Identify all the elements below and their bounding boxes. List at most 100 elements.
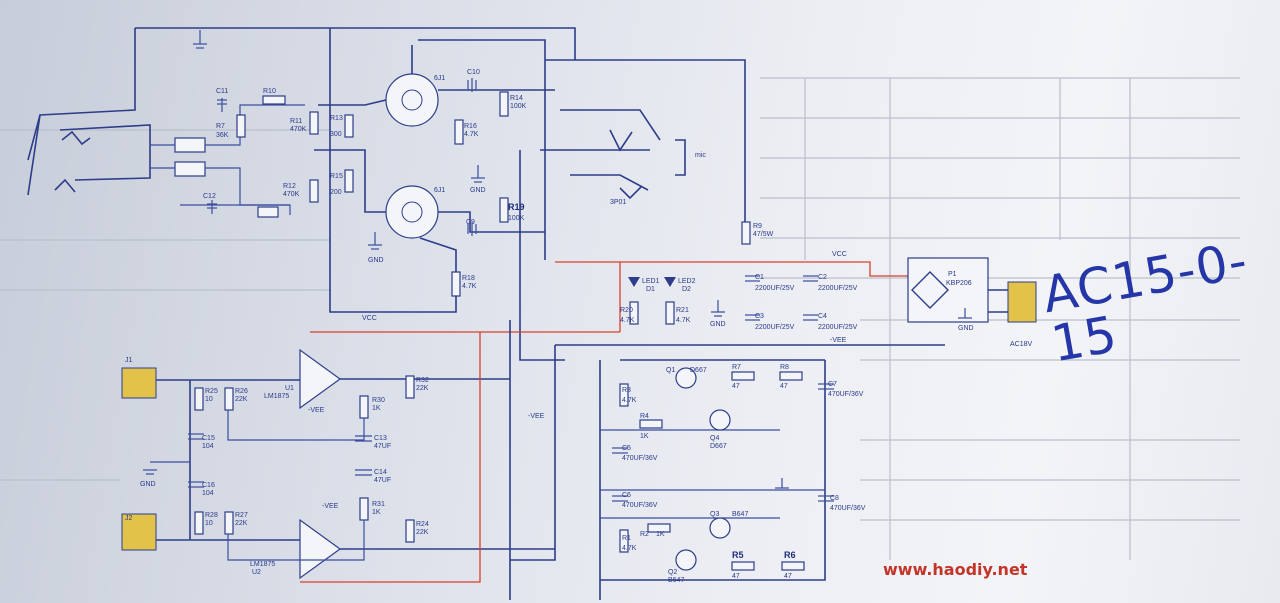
svg-text:300: 300 [330, 131, 342, 138]
svg-text:R2: R2 [640, 531, 649, 538]
svg-text:R5: R5 [732, 550, 744, 560]
led1-icon [628, 277, 640, 287]
svg-text:1K: 1K [372, 509, 381, 516]
svg-text:6J1: 6J1 [434, 187, 445, 194]
svg-text:GND: GND [710, 321, 726, 328]
svg-text:J1: J1 [125, 357, 133, 364]
svg-text:mic: mic [695, 152, 706, 159]
led2-icon [664, 277, 676, 287]
svg-text:Q2: Q2 [668, 569, 677, 576]
opamp-U2 [299, 518, 342, 580]
svg-text:R9: R9 [753, 223, 762, 230]
svg-text:C10: C10 [467, 69, 480, 76]
svg-text:47/5W: 47/5W [753, 231, 774, 238]
input-stage: R7 36K R10 R11 470K R12 470K C11 C12 [27, 27, 576, 218]
svg-text:Q1: Q1 [666, 367, 675, 374]
svg-text:D1: D1 [646, 286, 655, 293]
svg-text:10: 10 [205, 520, 213, 527]
svg-text:100K: 100K [510, 103, 527, 110]
svg-text:B647: B647 [732, 511, 748, 518]
input-connector-J2 [121, 513, 157, 551]
svg-text:D2: D2 [682, 286, 691, 293]
svg-text:4.7K: 4.7K [622, 397, 637, 404]
svg-text:C7: C7 [828, 381, 837, 388]
svg-text:470UF/36V: 470UF/36V [828, 391, 864, 398]
svg-text:36K: 36K [216, 132, 229, 139]
svg-text:2200UF/25V: 2200UF/25V [818, 285, 858, 292]
svg-text:47: 47 [780, 383, 788, 390]
svg-text:1K: 1K [640, 433, 649, 440]
input-connector-J1 [121, 367, 157, 399]
power-supply: R9 47/5W LED1 D1 LED2 D2 R20 4.7K R21 4.… [310, 221, 1037, 361]
svg-text:C14: C14 [374, 469, 387, 476]
svg-text:22K: 22K [235, 520, 248, 527]
svg-text:-VEE: -VEE [322, 503, 339, 510]
svg-text:Q3: Q3 [710, 511, 719, 518]
svg-text:LED2: LED2 [678, 278, 696, 285]
svg-text:R32: R32 [416, 377, 429, 384]
svg-text:R6: R6 [784, 550, 796, 560]
svg-text:C1: C1 [755, 274, 764, 281]
svg-text:C13: C13 [374, 435, 387, 442]
svg-text:2200UF/25V: 2200UF/25V [755, 285, 795, 292]
svg-text:22K: 22K [416, 529, 429, 536]
svg-text:C12: C12 [203, 193, 216, 200]
svg-text:C3: C3 [755, 313, 764, 320]
svg-text:470K: 470K [283, 191, 300, 198]
svg-text:C2: C2 [818, 274, 827, 281]
svg-text:GND: GND [470, 187, 486, 194]
svg-text:C9: C9 [466, 219, 475, 226]
svg-text:C5: C5 [622, 445, 631, 452]
tube-6J1-lower [385, 185, 439, 239]
svg-text:R28: R28 [205, 512, 218, 519]
svg-text:GND: GND [368, 257, 384, 264]
opamp-U1 [299, 348, 342, 410]
svg-text:47: 47 [784, 573, 792, 580]
svg-text:LED1: LED1 [642, 278, 660, 285]
svg-text:470UF/36V: 470UF/36V [622, 455, 658, 462]
potentiometer [174, 137, 206, 153]
svg-text:R4: R4 [640, 413, 649, 420]
svg-text:C11: C11 [216, 88, 228, 95]
svg-text:47: 47 [732, 573, 740, 580]
svg-text:VCC: VCC [832, 251, 847, 258]
svg-text:D667: D667 [710, 443, 727, 450]
svg-text:22K: 22K [235, 396, 248, 403]
svg-text:D667: D667 [690, 367, 707, 374]
svg-text:U2: U2 [252, 569, 261, 576]
svg-text:R10: R10 [263, 88, 276, 95]
svg-text:R7: R7 [732, 364, 741, 371]
svg-text:470UF/36V: 470UF/36V [830, 505, 866, 512]
svg-text:R8: R8 [780, 364, 789, 371]
svg-text:C6: C6 [622, 492, 631, 499]
svg-text:R25: R25 [205, 388, 218, 395]
tube-6J1-upper [385, 73, 439, 127]
label-R7: R7 [216, 123, 225, 130]
svg-text:3P01: 3P01 [610, 199, 626, 206]
svg-text:4.7K: 4.7K [464, 131, 479, 138]
tube-stage: 6J1 6J1 R13 300 R15 200 GND C10 R14 100K… [314, 28, 555, 313]
background-grid [0, 77, 1240, 560]
svg-text:R27: R27 [235, 512, 248, 519]
svg-text:47UF: 47UF [374, 477, 391, 484]
svg-text:470K: 470K [290, 126, 307, 133]
svg-text:R1: R1 [622, 535, 631, 542]
svg-text:AC18V: AC18V [1010, 341, 1033, 348]
svg-text:-VEE: -VEE [308, 407, 325, 414]
svg-text:470UF/36V: 470UF/36V [622, 502, 658, 509]
svg-text:R31: R31 [372, 501, 385, 508]
svg-text:R20: R20 [620, 307, 633, 314]
regulator-stage: Q1 D667 Q4 D667 Q3 B647 Q2 B647 R3 4.7K … [599, 360, 866, 600]
svg-text:R19: R19 [508, 202, 525, 212]
svg-text:10: 10 [205, 396, 213, 403]
svg-text:104: 104 [202, 443, 214, 450]
svg-text:P1: P1 [948, 271, 957, 278]
output-jacks: mic 3P01 [519, 59, 746, 361]
opamp-stage: J1 J2 GND LM1875 U1 -VEE VCC LM1875 U2 -… [121, 315, 556, 600]
svg-text:B647: B647 [668, 577, 684, 584]
svg-text:R15: R15 [330, 173, 343, 180]
svg-text:4.7K: 4.7K [622, 545, 637, 552]
svg-text:-VEE: -VEE [830, 337, 847, 344]
svg-text:KBP206: KBP206 [946, 280, 972, 287]
